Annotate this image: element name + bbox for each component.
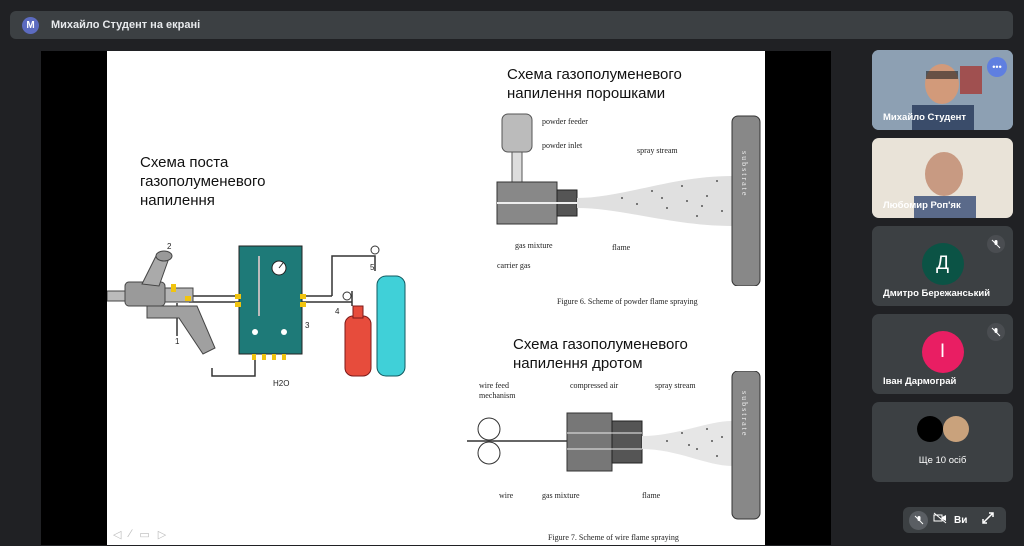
avatar	[917, 416, 943, 442]
mic-off-icon	[987, 235, 1005, 253]
wire-feed-label: wire feed	[479, 381, 509, 390]
presenting-bar: М Михайло Студент на екрані	[10, 11, 1013, 39]
self-label: Ви	[954, 514, 968, 526]
slide: Схема поста газополуменевого напилення С…	[107, 51, 765, 545]
slide-right-title-2: Схема газополуменевого напилення дротом	[513, 336, 688, 372]
menu-icon[interactable]: ▭	[139, 529, 150, 541]
label-h2o: H2O	[273, 379, 289, 388]
wire-flame-diagram	[467, 371, 761, 520]
slide-nav: ◁ ∕ ▭ ▷	[113, 528, 166, 541]
expand-icon[interactable]	[982, 511, 995, 529]
substrate-label-7: s u b s t r a t e	[740, 391, 749, 436]
participant-tile-0[interactable]: ••• Михайло Студент	[872, 50, 1013, 130]
powder-inlet-label: powder inlet	[542, 141, 583, 150]
spraying-station-diagram: 2 1 3 H2O 4 5	[107, 242, 406, 388]
powder-feeder-label: powder feeder	[542, 117, 588, 126]
participant-tile-2[interactable]: Д Дмитро Бережанський	[872, 226, 1013, 306]
more-participants-tile[interactable]: Ще 10 осіб	[872, 402, 1013, 482]
participant-name: Любомир Роп'як	[883, 200, 961, 211]
participant-avatar: І	[921, 331, 964, 373]
figure-7-caption: Figure 7. Scheme of wire flame spraying	[548, 533, 679, 542]
pen-icon[interactable]: ∕	[129, 528, 132, 540]
label-5: 5	[370, 263, 375, 272]
more-participants-label: Ще 10 осіб	[918, 455, 967, 466]
more-options-icon[interactable]: •••	[987, 57, 1007, 77]
slide-right-title-1: Схема газополуменевого напилення порошка…	[507, 66, 682, 102]
flame-label-7: flame	[642, 491, 661, 500]
presentation-stage[interactable]: Схема поста газополуменевого напилення С…	[41, 51, 831, 545]
flame-label-6: flame	[612, 243, 631, 252]
avatar	[943, 416, 969, 442]
spray-stream-label-6: spray stream	[637, 146, 678, 155]
self-controls: Ви	[903, 507, 1006, 533]
participant-tile-3[interactable]: І Іван Дармограй	[872, 314, 1013, 394]
slide-left-title: Схема поста газополуменевого напилення	[140, 154, 266, 209]
label-1: 1	[175, 337, 180, 346]
participant-name: Михайло Студент	[883, 112, 967, 123]
label-3: 3	[305, 321, 310, 330]
label-2: 2	[167, 242, 172, 251]
wire-label: wire	[499, 491, 514, 500]
mic-off-button[interactable]	[909, 510, 928, 530]
participant-tile-1[interactable]: Любомир Роп'як	[872, 138, 1013, 218]
spray-stream-label-7: spray stream	[655, 381, 696, 390]
next-slide-icon[interactable]: ▷	[157, 529, 167, 541]
participant-name: Іван Дармограй	[883, 376, 957, 387]
mechanism-label: mechanism	[479, 391, 516, 400]
gas-mixture-label-7: gas mixture	[542, 491, 580, 500]
camera-off-icon[interactable]	[933, 511, 947, 529]
presenting-title: Михайло Студент на екрані	[51, 19, 201, 31]
participant-avatar: Д	[921, 243, 964, 285]
compressed-air-label: compressed air	[570, 381, 619, 390]
prev-slide-icon[interactable]: ◁	[113, 529, 122, 541]
participant-name: Дмитро Бережанський	[883, 288, 991, 299]
carrier-gas-label: carrier gas	[497, 261, 531, 270]
presenter-avatar: М	[22, 16, 39, 34]
figure-6-caption: Figure 6. Scheme of powder flame sprayin…	[557, 297, 698, 306]
gas-mixture-label-6: gas mixture	[515, 241, 553, 250]
powder-flame-diagram	[496, 113, 761, 286]
substrate-label-6: s u b s t r a t e	[740, 151, 749, 196]
participant-video	[872, 138, 1013, 218]
label-4: 4	[335, 307, 340, 316]
mic-off-icon	[987, 323, 1005, 341]
